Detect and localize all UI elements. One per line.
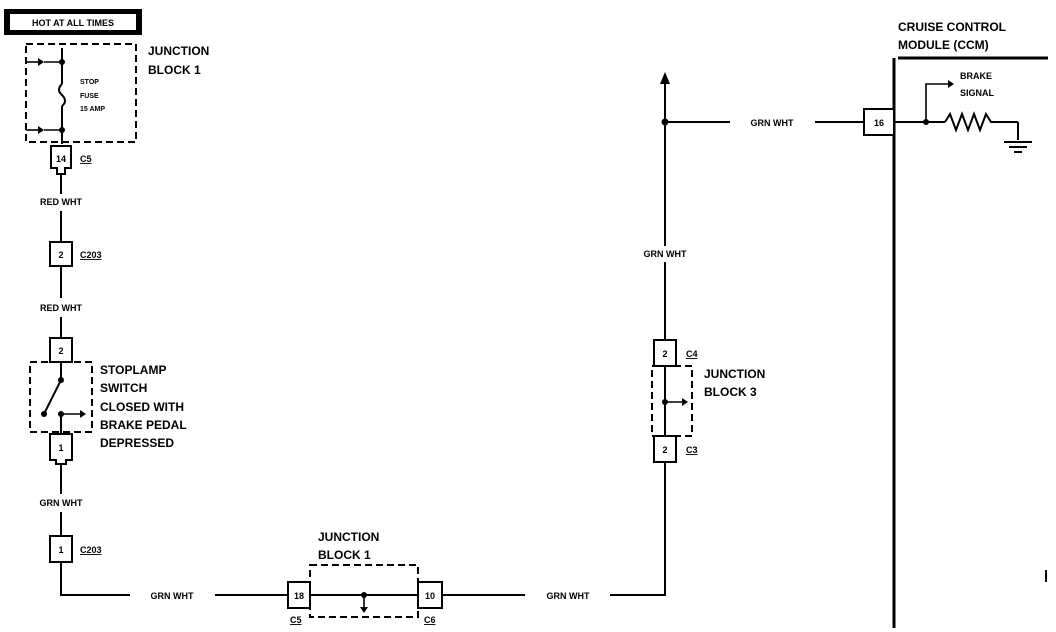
jb1-bottom-pin-right: 10 <box>425 591 435 601</box>
jb3-conn-top: C4 <box>686 349 698 359</box>
jb3-conn-bottom: C3 <box>686 445 698 455</box>
wire-segment <box>610 462 666 596</box>
wire-label-grn-wht-vertical: GRN WHT <box>644 249 687 259</box>
connector-c203-top: 2 C203 <box>49 241 102 267</box>
fuse-line-1: STOP <box>80 79 99 86</box>
wire-label-grn-wht-top: GRN WHT <box>751 118 794 128</box>
stoplamp-line-1: STOPLAMP <box>100 363 166 377</box>
stoplamp-line-4: BRAKE PEDAL <box>100 418 187 432</box>
connector-c203-top-name: C203 <box>80 250 102 260</box>
junction-block-1-top: STOP FUSE 15 AMP JUNCTION BLOCK 1 <box>25 43 213 144</box>
wire-label-red-wht-2: RED WHT <box>40 303 82 313</box>
ccm-title: CRUISE CONTROL MODULE (CCM) <box>898 20 1009 52</box>
ccm-signal: BRAKE SIGNAL <box>960 71 995 98</box>
jb3-pin-bottom: 2 <box>662 445 667 455</box>
junction-block-1-bottom: 18 C5 10 C6 JUNCTION BLOCK 1 <box>287 530 443 625</box>
wire-segment <box>60 562 130 596</box>
wire-label-grn-wht-bottom-right: GRN WHT <box>547 591 590 601</box>
fuse-line-2: FUSE <box>80 93 99 100</box>
jb1-bottom-conn-right: C6 <box>424 615 436 625</box>
jb1-bottom-pin-left: 18 <box>294 591 304 601</box>
hot-at-all-times-badge: HOT AT ALL TIMES <box>4 9 142 35</box>
jb1-bottom-title: JUNCTION BLOCK 1 <box>318 530 383 562</box>
jb3-pin-top: 2 <box>662 349 667 359</box>
cruise-control-module: CRUISE CONTROL MODULE (CCM) 16 BRAKE SIG… <box>863 20 1048 628</box>
stoplamp-line-2: SWITCH <box>100 381 147 395</box>
connector-c203-bottom: 1 C203 <box>49 535 102 563</box>
stoplamp-line-5: DEPRESSED <box>100 436 174 450</box>
stoplamp-pin-top: 2 <box>58 346 63 356</box>
ccm-pin: 16 <box>874 118 884 128</box>
jb1-bottom-conn-left: C5 <box>290 615 302 625</box>
hot-at-all-times-label: HOT AT ALL TIMES <box>32 18 114 28</box>
connector-c203-bottom-pin: 1 <box>58 545 63 555</box>
jb3-title: JUNCTION BLOCK 3 <box>704 367 769 399</box>
connector-c5-top-name: C5 <box>80 154 92 164</box>
connector-c203-top-pin: 2 <box>58 250 63 260</box>
connector-c5-top: 14 C5 <box>50 145 92 175</box>
wire-label-red-wht-1: RED WHT <box>40 197 82 207</box>
fuse-line-3: 15 AMP <box>80 106 105 113</box>
arrow-up-icon <box>660 72 670 84</box>
stoplamp-switch: 2 1 STOPLAMP SWITCH CLOSED WITH BRAKE PE… <box>29 337 187 465</box>
stoplamp-line-3: CLOSED WITH <box>100 400 184 414</box>
junction-block-1-top-title: JUNCTION BLOCK 1 <box>148 44 213 77</box>
junction-block-3: 2 C3 2 C4 JUNCTION BLOCK 3 <box>651 339 769 463</box>
stoplamp-pin-bottom: 1 <box>58 443 63 453</box>
wire-label-grn-wht-bottom-left: GRN WHT <box>151 591 194 601</box>
wire-label-grn-wht-3: GRN WHT <box>40 498 83 508</box>
connector-c5-top-pin: 14 <box>56 154 66 164</box>
fuse-symbol <box>58 83 66 107</box>
connector-c203-bottom-name: C203 <box>80 545 102 555</box>
resistor-symbol <box>944 111 1018 133</box>
